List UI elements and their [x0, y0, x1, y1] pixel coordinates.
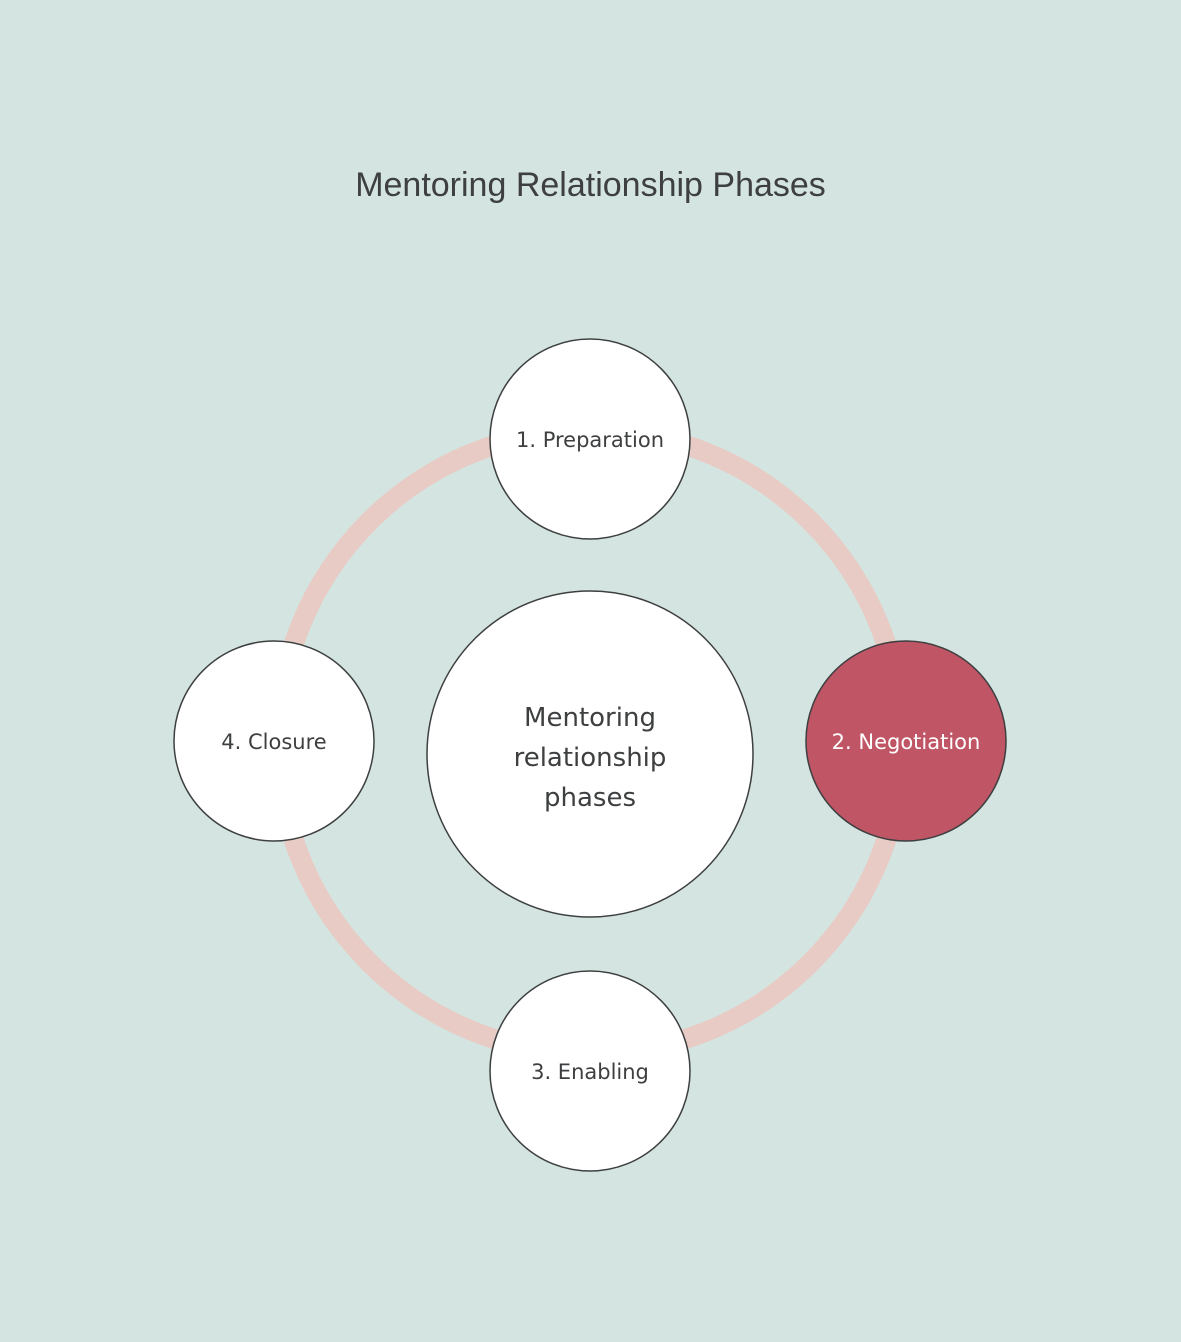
phase-circle [173, 640, 375, 842]
phase-circle [805, 640, 1007, 842]
diagram-title: Mentoring Relationship Phases [355, 166, 826, 204]
center-line-2: relationship [514, 743, 667, 773]
phase-circle [489, 970, 691, 1172]
phase-label: 1. Preparation [516, 428, 664, 452]
center-circle [426, 590, 754, 918]
phase-node-top: 1. Preparation [489, 338, 691, 540]
phase-node-right: 2. Negotiation [805, 640, 1007, 842]
phase-label: 3. Enabling [531, 1060, 649, 1084]
phase-circle [489, 338, 691, 540]
center-line-3: phases [544, 783, 636, 813]
phase-label: 2. Negotiation [832, 730, 981, 754]
center-node: Mentoring relationship phases [426, 590, 754, 918]
phase-node-left: 4. Closure [173, 640, 375, 842]
center-line-1: Mentoring [524, 703, 656, 733]
phase-label: 4. Closure [221, 730, 326, 754]
phase-node-bottom: 3. Enabling [489, 970, 691, 1172]
